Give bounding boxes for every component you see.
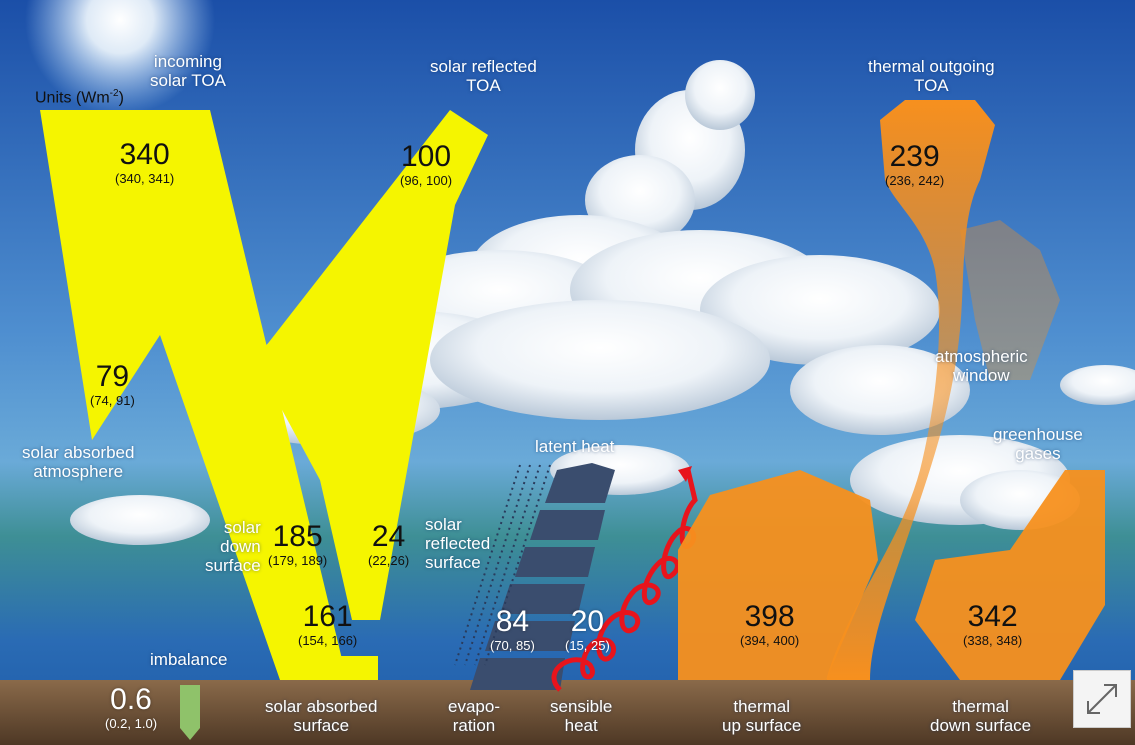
solar-reflected-toa-value: 100(96, 100)	[400, 140, 453, 188]
thermal-down-surface-arrow	[915, 470, 1105, 680]
imbalance-arrow	[180, 685, 200, 740]
incoming-solar-value: 340(340, 341)	[115, 138, 175, 186]
latent-heat-value: 84(70, 85)	[490, 605, 535, 653]
expand-diagonal-arrows-icon	[1087, 684, 1117, 714]
sensible-heat-value: 20(15, 25)	[565, 605, 610, 653]
solar-absorbed-surface-arrow	[330, 656, 378, 680]
solar-absorbed-surface-value: 161(154, 166)	[298, 600, 358, 648]
solar-absorbed-atmosphere-value: 79(74, 91)	[90, 360, 135, 408]
thermal-outgoing-toa-value: 239(236, 242)	[885, 140, 945, 188]
evaporation-label: evapo-ration	[448, 697, 500, 736]
expand-button[interactable]	[1073, 670, 1131, 728]
imbalance-value: 0.6(0.2, 1.0)	[105, 683, 158, 731]
latent-heat-label: latent heat	[535, 437, 615, 456]
sun-icon	[25, 0, 215, 115]
thermal-up-surface-arrow	[678, 470, 878, 680]
solar-reflected-arrow	[255, 110, 488, 620]
solar-reflected-surface-value: 24(22,26)	[368, 520, 410, 568]
evaporation-dots	[454, 464, 551, 666]
atmospheric-window-glow	[960, 220, 1060, 380]
units-label: Units (Wm-2)	[35, 88, 124, 107]
sensible-heat-arrowhead	[678, 466, 692, 482]
incoming-solar-arrow	[40, 110, 347, 680]
atmospheric-window-arrow	[826, 100, 995, 680]
latent-heat-arrow	[470, 463, 615, 690]
thermal-up-surface-value: 398(394, 400)	[740, 600, 800, 648]
sensible-heat-spiral	[551, 469, 698, 692]
thermal-down-surface-value: 342(338, 348)	[963, 600, 1023, 648]
solar-down-surface-value: 185(179, 189)	[268, 520, 328, 568]
imbalance-label: imbalance	[150, 650, 228, 669]
